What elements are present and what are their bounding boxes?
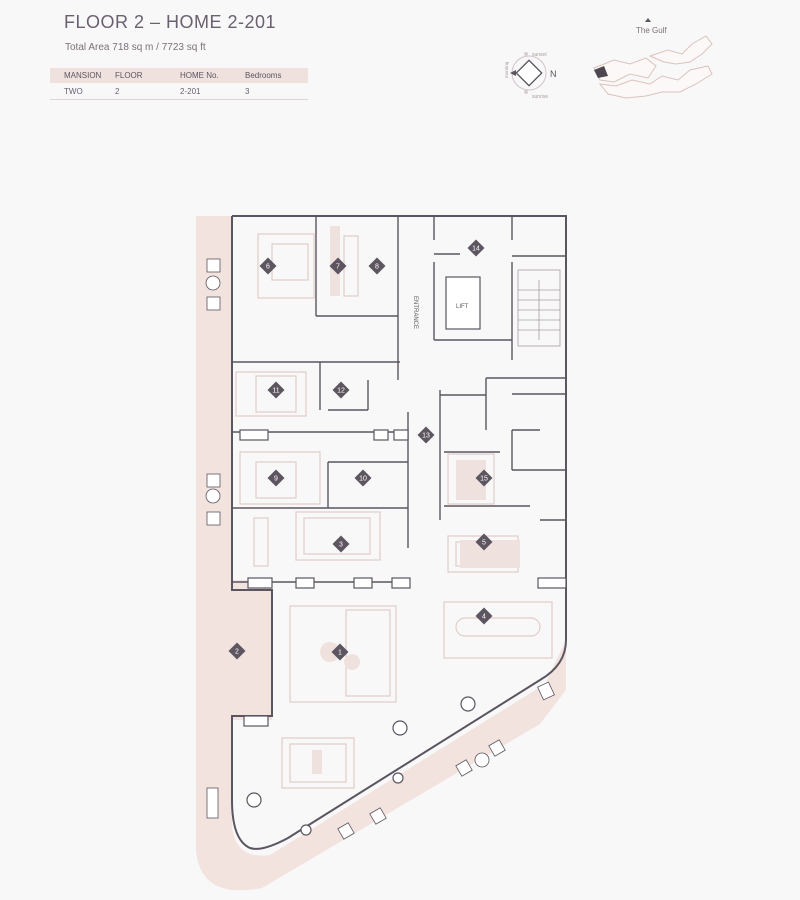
compass-pointer [510, 70, 516, 76]
room-marker-diamond [329, 257, 347, 275]
info-table-row: TWO 2 2-201 3 [50, 83, 308, 100]
columns [239, 429, 567, 836]
value-floor: 2 [115, 86, 120, 96]
room-marker-2: 2 [228, 642, 246, 660]
room-marker-7: 7 [329, 257, 347, 275]
room-marker-8: 8 [368, 257, 386, 275]
furniture [235, 233, 553, 789]
value-home-no: 2-201 [180, 86, 201, 96]
room-marker-11: 11 [267, 381, 285, 399]
room-marker-14: 14 [467, 239, 485, 257]
lift-shaft [445, 276, 481, 330]
home-info-table: MANSION FLOOR HOME No. Bedrooms TWO 2 2-… [50, 68, 308, 100]
room-marker-diamond [267, 381, 285, 399]
room-marker-1: 1 [331, 643, 349, 661]
room-marker-number: 7 [336, 264, 340, 271]
header-mansion: MANSION [64, 71, 102, 80]
compass-sunrise: sunrise [532, 94, 548, 100]
room-marker-number: 10 [359, 476, 367, 483]
home-location-highlight [594, 66, 608, 78]
page-title: FLOOR 2 – HOME 2-201 [64, 12, 277, 32]
room-marker-number: 2 [235, 649, 239, 656]
header-floor: FLOOR [115, 71, 143, 80]
exterior-walls [231, 215, 567, 850]
room-marker-diamond [331, 643, 349, 661]
room-marker-number: 13 [422, 433, 430, 440]
room-marker-diamond [332, 535, 350, 553]
compass-north: N [550, 69, 557, 79]
compass: N sunset sunrise morning [504, 52, 557, 100]
gulf-arrow-icon [645, 18, 651, 22]
room-marker-diamond [267, 469, 285, 487]
room-marker-diamond [332, 381, 350, 399]
key-plan-buildings [593, 35, 713, 99]
total-area: Total Area 718 sq m / 7723 sq ft [65, 42, 206, 53]
room-marker-3: 3 [332, 535, 350, 553]
room-marker-number: 4 [482, 614, 486, 621]
room-marker-number: 8 [375, 264, 379, 271]
room-marker-15: 15 [475, 469, 493, 487]
compass-diamond [515, 59, 543, 87]
header-bedrooms: Bedrooms [245, 71, 282, 80]
room-marker-diamond [368, 257, 386, 275]
room-marker-10: 10 [354, 469, 372, 487]
room-marker-number: 1 [338, 650, 342, 657]
room-marker-13: 13 [417, 426, 435, 444]
compass-morning: morning [504, 61, 509, 78]
header-home-no: HOME No. [180, 71, 219, 80]
room-marker-diamond [475, 533, 493, 551]
interior-walls [232, 216, 566, 583]
room-marker-diamond [475, 469, 493, 487]
room-marker-4: 4 [475, 607, 493, 625]
compass-sunset: sunset [532, 52, 547, 58]
room-marker-diamond [417, 426, 435, 444]
room-marker-diamond [467, 239, 485, 257]
room-marker-number: 3 [339, 542, 343, 549]
room-marker-12: 12 [332, 381, 350, 399]
lift-label: LIFT [456, 304, 469, 310]
room-marker-diamond [354, 469, 372, 487]
room-marker-diamond [259, 257, 277, 275]
room-marker-number: 14 [472, 246, 480, 253]
room-marker-number: 5 [482, 540, 486, 547]
terrace-planters [205, 258, 555, 840]
key-plan: The Gulf [593, 18, 713, 99]
gulf-label: The Gulf [636, 26, 667, 35]
room-marker-diamond [228, 642, 246, 660]
room-marker-9: 9 [267, 469, 285, 487]
room-marker-number: 11 [272, 388, 279, 395]
room-marker-diamond [475, 607, 493, 625]
room-marker-number: 12 [337, 388, 345, 395]
room-marker-number: 6 [266, 264, 270, 271]
staircase [517, 269, 561, 347]
info-table-header: MANSION FLOOR HOME No. Bedrooms [50, 68, 308, 83]
room-marker-number: 9 [274, 476, 278, 483]
entrance-label: ENTRANCE [412, 296, 418, 329]
value-bedrooms: 3 [245, 86, 250, 96]
room-marker-5: 5 [475, 533, 493, 551]
value-mansion: TWO [64, 86, 83, 96]
room-marker-6: 6 [259, 257, 277, 275]
room-marker-number: 15 [480, 476, 488, 483]
